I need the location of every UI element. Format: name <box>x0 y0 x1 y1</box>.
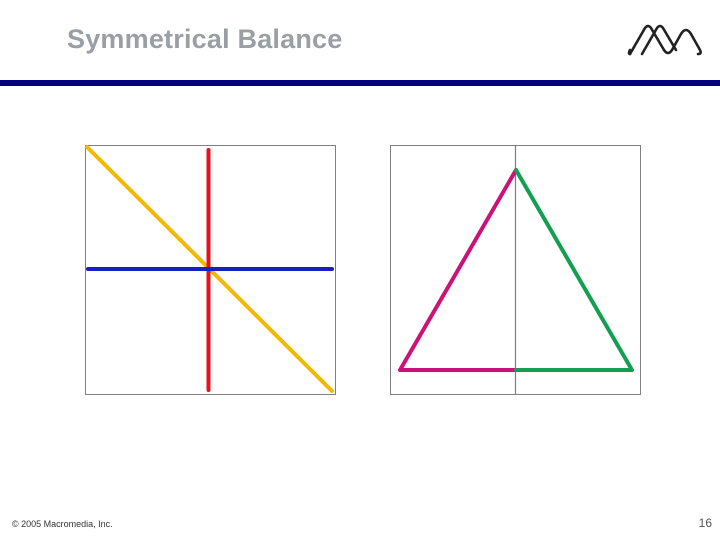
slide-title: Symmetrical Balance <box>67 24 343 54</box>
triangle-left-half <box>398 168 518 372</box>
macromedia-logo <box>627 24 702 56</box>
copyright-footer: © 2005 Macromedia, Inc. <box>12 519 113 529</box>
cross-figure-frame <box>85 145 336 395</box>
triangle-right-half <box>514 168 634 372</box>
cross-figure <box>85 145 336 395</box>
page-number: 16 <box>698 516 712 530</box>
title-rule <box>0 80 720 86</box>
triangle-figure <box>390 145 641 395</box>
